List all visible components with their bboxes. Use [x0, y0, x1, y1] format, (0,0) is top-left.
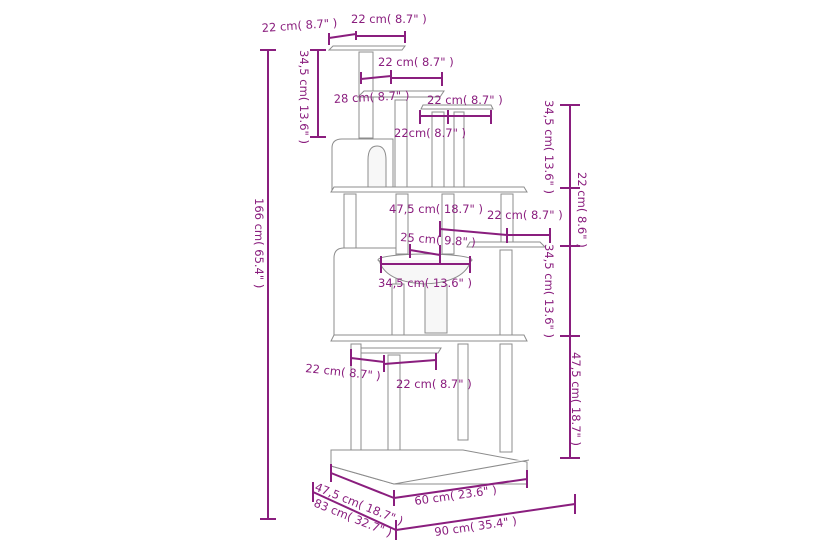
label-top-post-height: 34,5 cm( 13.6" ) — [297, 50, 311, 144]
label-basket-width: 34,5 cm( 13.6" ) — [378, 276, 472, 290]
label-low-platform-width: 22 cm( 8.7" ) — [396, 377, 472, 391]
label-right-mid-height: 34,5 cm( 13.6" ) — [542, 244, 556, 338]
label-second-width: 22 cm( 8.7" ) — [378, 55, 454, 69]
label-base-width: 60 cm( 23.6" ) — [413, 483, 497, 508]
label-right-top-segment: 22 cm( 8.6" ) — [575, 172, 589, 248]
label-second-depth: 28 cm( 8.7" ) — [333, 88, 409, 106]
label-third-depth: 22cm( 8.7" ) — [394, 126, 466, 140]
label-mid-platform-depth: 47,5 cm( 18.7" ) — [389, 202, 483, 216]
label-right-upper-height: 34,5 cm( 13.6" ) — [542, 100, 556, 194]
label-right-lower-height: 47,5 cm( 18.7" ) — [569, 352, 583, 446]
label-third-width: 22 cm( 8.7" ) — [427, 93, 503, 107]
label-low-platform-depth: 22 cm( 8.7" ) — [305, 361, 382, 383]
label-total-height: 166 cm( 65.4" ) — [252, 198, 266, 288]
label-overall-width: 90 cm( 35.4" ) — [433, 514, 517, 539]
label-top-width: 22 cm( 8.7" ) — [351, 12, 427, 26]
label-side-platform-width: 22 cm( 8.7" ) — [487, 208, 563, 222]
dimension-lines — [260, 31, 580, 540]
label-top-left-depth: 22 cm( 8.7" ) — [261, 16, 337, 35]
cat-tree-drawing — [327, 45, 547, 485]
label-basket-depth: 25 cm( 9.8" ) — [400, 230, 476, 249]
